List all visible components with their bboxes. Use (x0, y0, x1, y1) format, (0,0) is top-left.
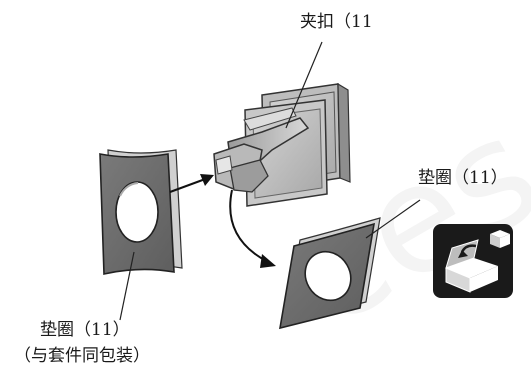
washer-right-label: 垫圈（11） (418, 170, 508, 187)
clip-leader-line (285, 41, 323, 129)
left-washer (99, 149, 183, 275)
washer-right-leader-line (365, 199, 421, 239)
washer-right-label-text: 垫圈（11） (418, 168, 508, 188)
right-washer (279, 217, 381, 330)
transfer-arrow (229, 189, 269, 263)
washer-left-leader-line (119, 251, 135, 321)
clip-label: 夹扣（11 (300, 14, 373, 31)
clip-label-text: 夹扣（11 (300, 12, 373, 32)
washer-left-label: 垫圈（11） (40, 322, 130, 339)
washer-left-label-text: 垫圈（11） (40, 320, 130, 340)
washer-left-note: （与套件同包装） (14, 348, 150, 365)
clip-part (213, 82, 351, 207)
washer-left-note-text: （与套件同包装） (14, 346, 150, 366)
insert-arrow (169, 177, 209, 193)
kit-box-icon (433, 224, 513, 298)
